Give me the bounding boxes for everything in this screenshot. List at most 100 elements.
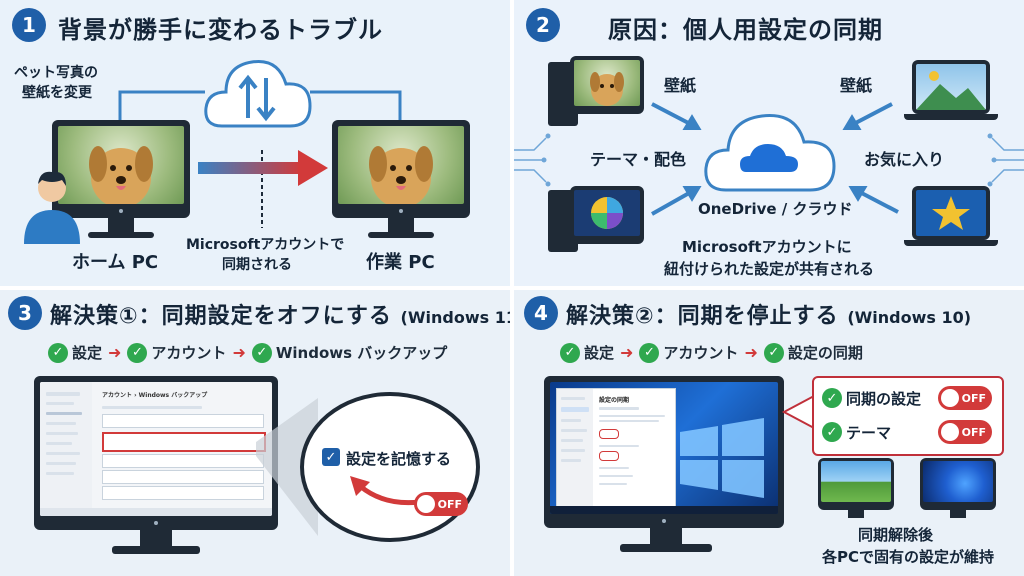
pc-monitor-bliss (818, 458, 894, 510)
work-pc-label: 作業 PC (366, 252, 435, 273)
panel-cause-sync: 2 原因：個人用設定の同期 (512, 0, 1024, 288)
step-settings: 設定 (584, 344, 615, 362)
settings-screen: アカウント › Windows バックアップ (40, 382, 272, 516)
theme-toggle-off[interactable]: OFF (938, 420, 992, 444)
sync-settings-window: 設定の同期 (556, 388, 676, 508)
taskbar (40, 508, 272, 516)
backup-row (102, 470, 264, 484)
win10-monitor: 設定の同期 (544, 376, 784, 528)
step-settings: 設定 (72, 344, 103, 362)
sync-caption-line-2: 同期される (222, 257, 292, 273)
backup-row (102, 486, 264, 500)
steps-breadcrumb: ✓ 設定 ➜ ✓ アカウント ➜ ✓ Windows バックアップ (48, 342, 447, 363)
panel-title: 背景が勝手に変わるトラブル (58, 16, 383, 44)
panel-solution-win11: 3 解決策①：同期設定をオフにする (Windows 11) ✓ 設定 ➜ ✓ … (0, 288, 512, 576)
theme-color-label: テーマ・配色 (590, 150, 687, 169)
work-pc-monitor (332, 120, 470, 218)
pc-monitor-dog (570, 56, 644, 114)
panel-title: 解決策②：同期を停止する (Windows 10) (566, 298, 971, 330)
arrow-right-icon: ➜ (744, 343, 758, 362)
dog-wallpaper (58, 126, 184, 204)
toggle-label: OFF (961, 391, 986, 405)
caption-line-1: Microsoftアカウントに (682, 238, 852, 256)
laptop-landscape (912, 60, 990, 114)
mini-breadcrumb: アカウント › Windows バックアップ (102, 392, 208, 399)
step-windows-backup: Windows バックアップ (275, 344, 448, 362)
step-accounts: アカウント (151, 344, 227, 362)
panel-title-os: (Windows 10) (847, 308, 972, 327)
sync-settings-toggle-off[interactable]: OFF (938, 386, 992, 410)
cloud-label: OneDrive / クラウド (698, 200, 853, 218)
panel-solution-win10: 4 解決策②：同期を停止する (Windows 10) ✓ 設定 ➜ ✓ アカウ… (512, 288, 1024, 576)
check-icon: ✓ (560, 342, 580, 363)
check-icon: ✓ (822, 388, 842, 408)
sync-options-callout: ✓ 同期の設定 OFF ✓ テーマ OFF (812, 376, 1004, 456)
zoom-circle (300, 392, 480, 542)
dog-wallpaper (574, 60, 640, 106)
mini-window-title: 設定の同期 (599, 397, 630, 404)
monitor-base (368, 232, 434, 238)
toggle-label: OFF (437, 497, 462, 511)
laptop-favorites (912, 186, 990, 240)
zoom-callout-lines (256, 398, 318, 536)
remember-settings-label: 設定を記憶する (346, 450, 452, 468)
windows-logo-icon (680, 418, 764, 498)
monitor-base (112, 546, 200, 554)
panel-divider-horizontal (0, 286, 1024, 290)
taskbar (550, 506, 778, 514)
dog-icon (89, 146, 153, 204)
check-icon: ✓ (48, 342, 68, 363)
caption-line-2: 各PCで固有の設定が維持 (822, 548, 995, 566)
panel-title-text: 解決策②：同期を停止する (566, 304, 839, 329)
sync-caption-line-1: Microsoftアカウントで (186, 237, 345, 253)
arrow-right-icon: ➜ (232, 343, 246, 362)
color-wheel-icon (591, 197, 623, 229)
home-pc-label: ホーム PC (72, 252, 159, 273)
toggle-knob (417, 495, 435, 513)
step-number-badge: 2 (526, 8, 560, 42)
laptop-base (904, 114, 998, 120)
toggle-knob (941, 389, 959, 407)
arrow-right-icon: ➜ (108, 343, 122, 362)
star-icon (932, 196, 970, 230)
step-number-badge: 1 (12, 8, 46, 42)
settings-sidebar (40, 382, 92, 516)
step-number-badge: 3 (8, 296, 42, 330)
win11-wallpaper (923, 461, 993, 502)
theme-screen (574, 190, 640, 236)
favorites-label: お気に入り (864, 150, 945, 169)
panel-title: 解決策①：同期設定をオフにする (Windows 11) (50, 298, 512, 330)
step-accounts: アカウント (663, 344, 739, 362)
win11-monitor: アカウント › Windows バックアップ (34, 376, 278, 530)
toggle-label: OFF (961, 425, 986, 439)
pc-monitor-win11 (920, 458, 996, 510)
monitor-stand (140, 530, 172, 548)
cloud-sync-icon (204, 59, 312, 128)
caption-line-1: 同期解除後 (858, 526, 934, 544)
user-avatar-icon (24, 171, 80, 244)
mini-toggle (599, 451, 619, 461)
panel-title-os: (Windows 11) (400, 308, 512, 327)
step-sync-settings: 設定の同期 (787, 344, 863, 362)
caption-line-2: 紐付けられた設定が共有される (664, 260, 875, 278)
wallpaper-label-right: 壁紙 (840, 76, 873, 95)
bliss-wallpaper (821, 461, 891, 502)
check-icon: ✓ (127, 342, 148, 363)
monitor-stand (650, 528, 682, 546)
monitor-stand (848, 510, 864, 518)
checkbox-checked[interactable]: ✓ (322, 448, 340, 466)
note-line-1: ペット写真の (14, 65, 98, 81)
landscape-wallpaper (916, 64, 986, 110)
favorites-screen (916, 190, 986, 236)
onedrive-cloud-icon (704, 114, 836, 192)
curved-arrow-icon (350, 476, 421, 506)
step-number-badge: 4 (524, 296, 558, 330)
dog-icon (590, 72, 624, 106)
check-icon: ✓ (822, 422, 842, 442)
arrow-right-icon: ➜ (620, 343, 634, 362)
sync-toggle-off[interactable]: OFF (414, 492, 468, 516)
win10-desktop: 設定の同期 (550, 382, 778, 514)
monitor-stand (108, 218, 134, 234)
monitor-stand (950, 510, 966, 518)
monitor-base (88, 232, 154, 238)
